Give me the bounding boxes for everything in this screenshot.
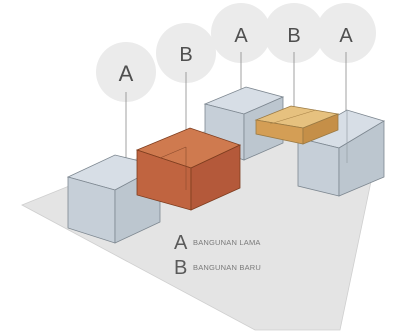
legend-text-b: BANGUNAN BARU — [193, 263, 261, 272]
tag-label-2: B — [179, 44, 192, 66]
legend: A BANGUNAN LAMA B BANGUNAN BARU — [174, 232, 261, 279]
tag-label-5: A — [339, 25, 353, 47]
tag-label-1: A — [119, 61, 134, 86]
building-b-bridge — [254, 105, 340, 145]
legend-key-b: B — [174, 257, 187, 279]
building-b-large — [135, 127, 242, 211]
tag-labels: A B A B A — [119, 25, 354, 86]
tag-circle-3 — [211, 3, 271, 63]
tag-label-3: A — [234, 25, 248, 47]
tag-circle-4 — [264, 3, 324, 63]
tag-circle-1 — [96, 42, 156, 102]
legend-text-a: BANGUNAN LAMA — [193, 238, 261, 247]
tag-circle-2 — [156, 23, 216, 83]
tag-circle-5 — [316, 3, 376, 63]
tag-label-4: B — [287, 25, 300, 47]
legend-key-a: A — [174, 232, 188, 254]
tag-circles — [96, 3, 376, 102]
